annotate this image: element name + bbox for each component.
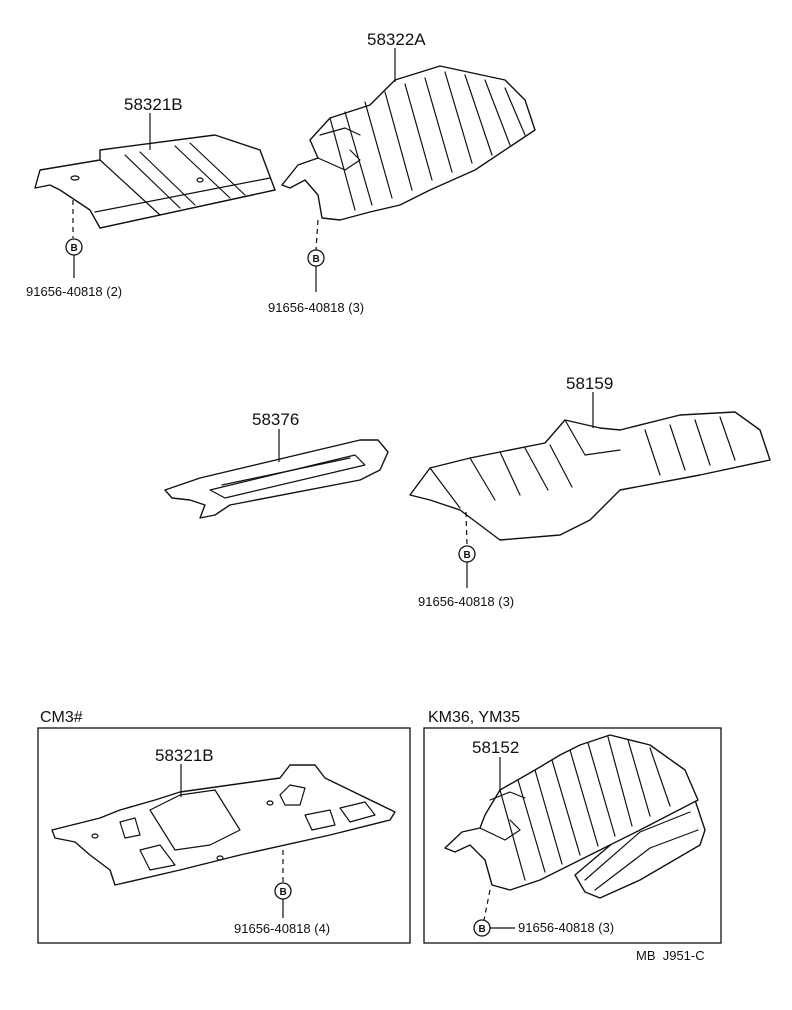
dashed-leader-2 (315, 219, 319, 251)
part-number-58321b-top: 58321B (124, 95, 183, 114)
part-number-58321b-box: 58321B (155, 746, 214, 765)
dashed-leader-3 (465, 511, 468, 546)
fastener-label-2: 91656-40818 (3) (268, 300, 364, 315)
heat-insulator-58321b-top (34, 134, 276, 229)
fastener-label-1: 91656-40818 (2) (26, 284, 122, 299)
dashed-leader-5 (483, 889, 491, 921)
variant-box-title-left: CM3# (40, 709, 83, 726)
part-number-58159: 58159 (566, 374, 613, 393)
bolt-marker-letter: B (313, 254, 320, 265)
part-number-58322a: 58322A (367, 30, 426, 49)
heat-insulator-58322a (281, 65, 536, 221)
variant-box-right (423, 727, 722, 944)
fastener-label-5: 91656-40818 (3) (518, 920, 614, 935)
bolt-marker-letter: B (479, 924, 486, 935)
heat-insulator-58376 (164, 439, 389, 519)
heat-insulator-58159 (409, 411, 771, 541)
heat-insulator-58321b-box (51, 764, 396, 886)
bolt-marker-letter: B (71, 243, 78, 254)
bolt-marker-letter: B (280, 887, 287, 898)
heat-insulator-58152 (444, 734, 706, 899)
part-number-58376: 58376 (252, 410, 299, 429)
fastener-label-3: 91656-40818 (3) (418, 594, 514, 609)
bolt-marker-letter: B (464, 550, 471, 561)
fastener-label-4: 91656-40818 (4) (234, 921, 330, 936)
drawing-reference: MB J951-C (636, 948, 705, 963)
variant-box-title-right: KM36, YM35 (428, 709, 520, 726)
part-number-58152: 58152 (472, 738, 519, 757)
variant-box-left (37, 727, 411, 944)
